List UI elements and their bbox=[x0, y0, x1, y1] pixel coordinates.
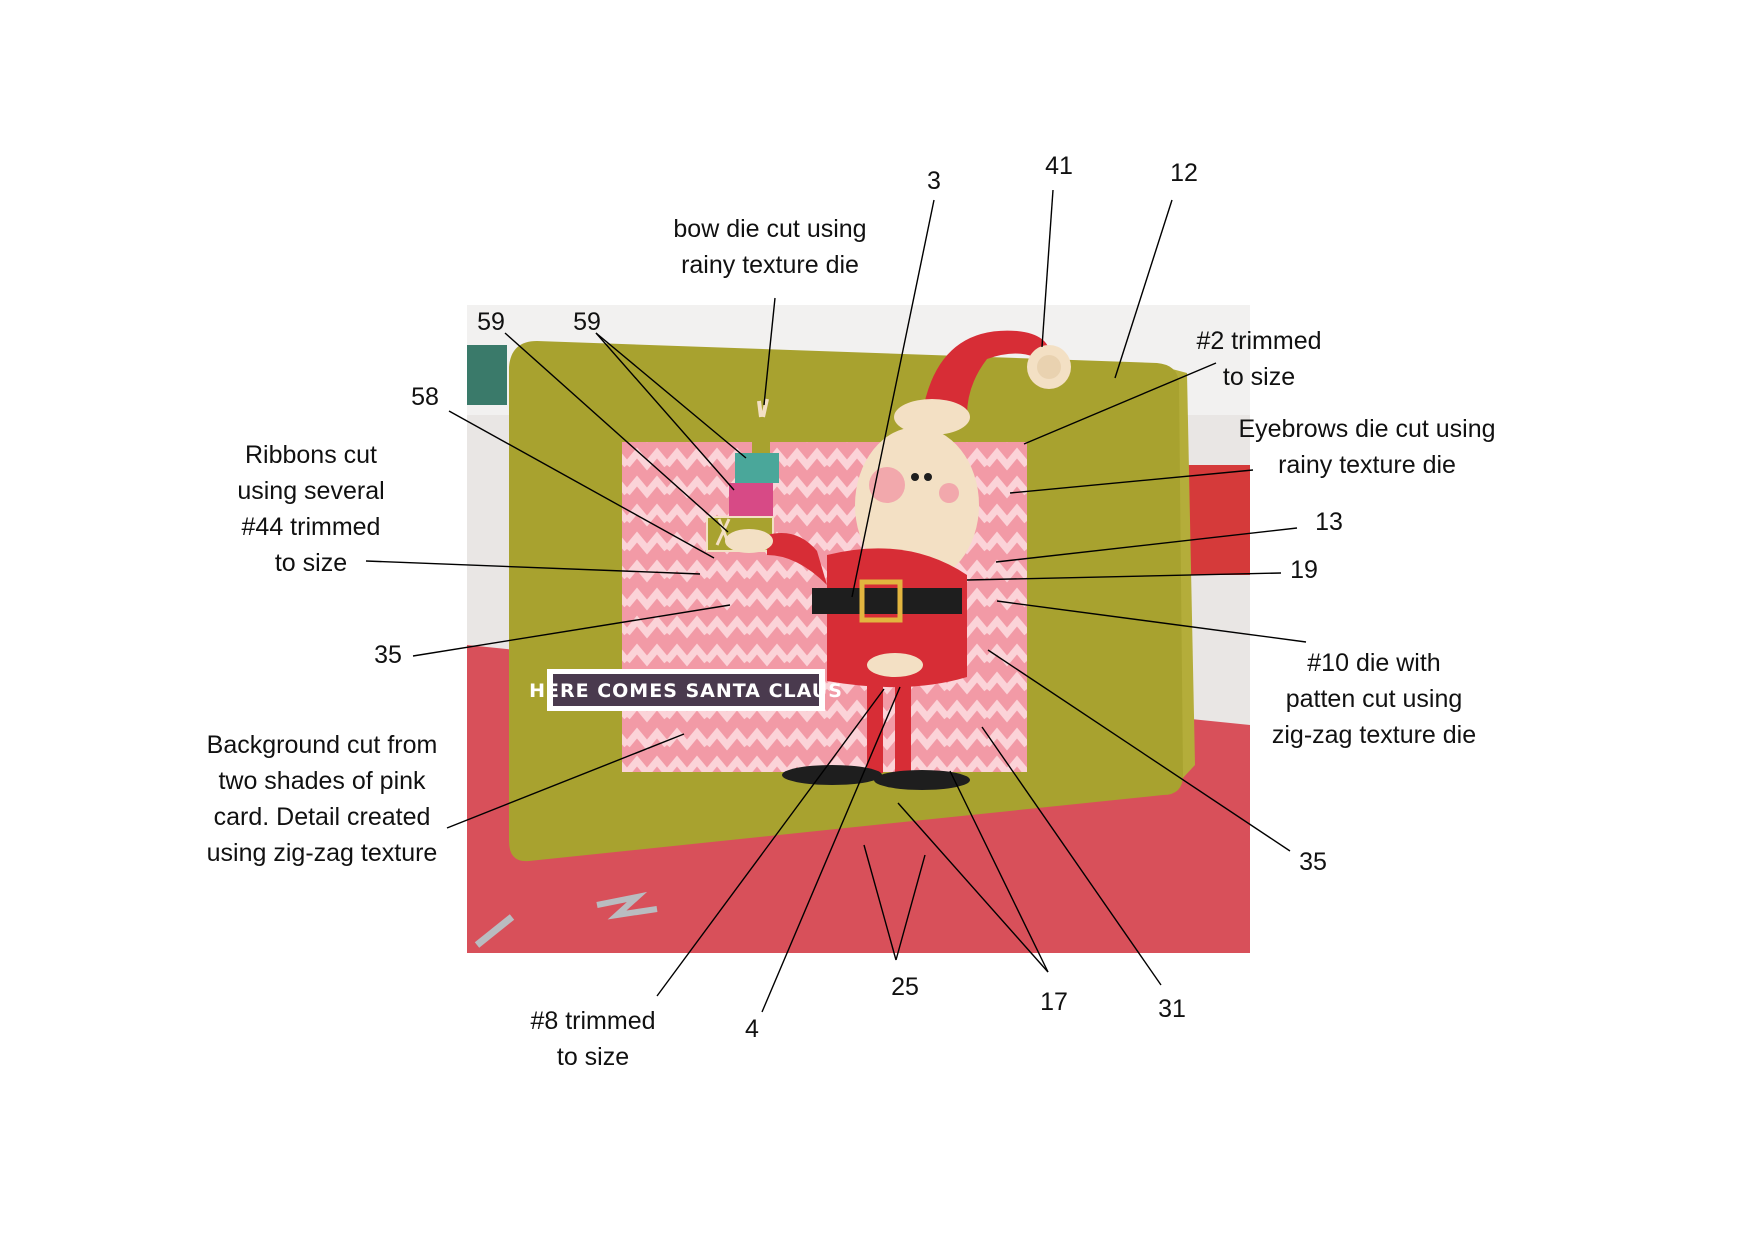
number-41: 41 bbox=[1045, 152, 1073, 180]
number-31: 31 bbox=[1158, 995, 1186, 1023]
sentiment-text: HERE COMES SANTA CLAUS bbox=[529, 680, 843, 702]
number-25: 25 bbox=[891, 973, 919, 1001]
number-12: 12 bbox=[1170, 159, 1198, 187]
number-19: 19 bbox=[1290, 556, 1318, 584]
number-59b: 59 bbox=[573, 308, 601, 336]
number-58: 58 bbox=[411, 383, 439, 411]
number-4: 4 bbox=[745, 1015, 759, 1043]
card-illustration: HERE COMES SANTA CLAUS bbox=[467, 305, 1250, 953]
number-35a: 35 bbox=[374, 641, 402, 669]
number-3: 3 bbox=[927, 167, 941, 195]
card-photo: HERE COMES SANTA CLAUS bbox=[467, 305, 1250, 953]
number-13: 13 bbox=[1315, 508, 1343, 536]
number-35b: 35 bbox=[1299, 848, 1327, 876]
number-59a: 59 bbox=[477, 308, 505, 336]
number-17: 17 bbox=[1040, 988, 1068, 1016]
